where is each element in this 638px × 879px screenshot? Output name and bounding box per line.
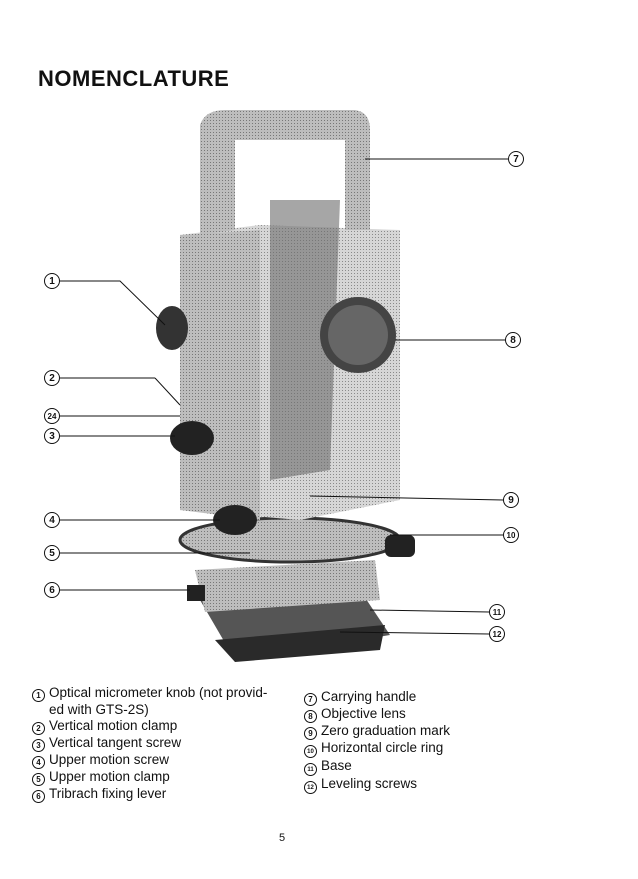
item-label: Objective lens — [321, 706, 406, 721]
item-number: 6 — [32, 790, 45, 803]
legend-item: 2 Vertical motion clamp — [32, 718, 267, 735]
callout-24: 24 — [44, 408, 60, 424]
legend-item: 4 Upper motion screw — [32, 752, 267, 769]
page-number: 5 — [279, 832, 286, 844]
carrying-handle — [200, 110, 370, 235]
item-number: 8 — [304, 710, 317, 723]
legend-item: 9 Zero graduation mark — [304, 723, 450, 740]
item-label: Tribrach fixing lever — [49, 786, 167, 801]
item-number: 3 — [32, 739, 45, 752]
item-number: 5 — [32, 773, 45, 786]
callout-12: 12 — [489, 626, 505, 642]
item-label: Horizontal circle ring — [321, 740, 444, 755]
item-number: 2 — [32, 722, 45, 735]
callout-10: 10 — [503, 527, 519, 543]
callout-2: 2 — [44, 370, 60, 386]
item-label: Base — [321, 758, 352, 773]
leader-lines — [60, 158, 508, 635]
legend-right: 7 Carrying handle 8 Objective lens 9 Zero g… — [304, 689, 450, 794]
callout-6: 6 — [44, 582, 60, 598]
callout-5: 5 — [44, 545, 60, 561]
item-label: Upper motion clamp — [49, 769, 170, 784]
legend-item: 8 Objective lens — [304, 706, 450, 723]
callout-9: 9 — [503, 492, 519, 508]
callout-11: 11 — [489, 604, 505, 620]
legend-item: 6 Tribrach fixing lever — [32, 786, 267, 803]
item-number: 10 — [304, 745, 317, 758]
legend-item-continuation: ed with GTS-2S) — [49, 702, 149, 717]
item-number: 9 — [304, 727, 317, 740]
item-label: Leveling screws — [321, 776, 418, 791]
legend-item: 5 Upper motion clamp — [32, 769, 267, 786]
item-label: Zero graduation mark — [321, 723, 451, 738]
legend-item: 12 Leveling screws — [304, 776, 450, 794]
item-label: Optical micrometer knob (not provid- — [49, 685, 268, 700]
legend-item: 10 Horizontal circle ring — [304, 740, 450, 758]
legend-item: 3 Vertical tangent screw — [32, 735, 267, 752]
item-label: Vertical tangent screw — [49, 735, 182, 750]
callout-4: 4 — [44, 512, 60, 528]
callout-3: 3 — [44, 428, 60, 444]
legend-item: 7 Carrying handle — [304, 689, 450, 706]
item-number: 12 — [304, 781, 317, 794]
horizontal-circle-ring — [178, 516, 402, 564]
item-label: Upper motion screw — [49, 752, 170, 767]
item-label: Carrying handle — [321, 689, 417, 704]
item-number: 11 — [304, 763, 317, 776]
item-number: 4 — [32, 756, 45, 769]
legend-left: 1 Optical micrometer knob (not provid- ed… — [32, 685, 267, 803]
legend-item: 11 Base — [304, 758, 450, 776]
callout-1: 1 — [44, 273, 60, 289]
callout-8: 8 — [505, 332, 521, 348]
item-number: 7 — [304, 693, 317, 706]
item-label: Vertical motion clamp — [49, 718, 178, 733]
page-title: NOMENCLATURE — [38, 66, 230, 91]
item-number: 1 — [32, 689, 45, 702]
callout-7: 7 — [508, 151, 524, 167]
legend-item: 1 Optical micrometer knob (not provid- — [32, 685, 267, 702]
